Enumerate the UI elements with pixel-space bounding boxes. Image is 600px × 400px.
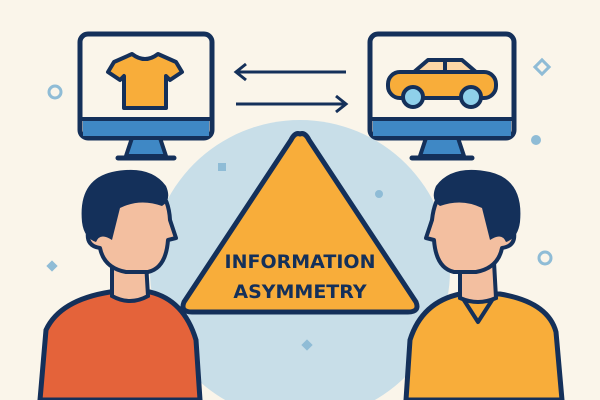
decor-diamond-icon	[301, 339, 313, 351]
decor-dot-icon	[531, 135, 541, 145]
label-line2: ASYMMETRY	[233, 281, 366, 303]
left-monitor	[77, 31, 215, 161]
car-icon	[386, 58, 498, 109]
decor-ring-icon	[47, 84, 63, 100]
exchange-arrows	[233, 62, 349, 114]
decor-diamond-icon	[46, 260, 58, 272]
t-shirt-icon	[106, 52, 184, 110]
decor-ring-icon	[537, 250, 553, 266]
left-person	[37, 169, 203, 400]
decor-dot-icon	[375, 190, 383, 198]
label-line1: INFORMATION	[225, 251, 376, 273]
decor-square-icon	[218, 163, 226, 171]
decor-diamond-icon	[532, 57, 552, 77]
right-monitor	[367, 31, 517, 161]
warning-triangle: INFORMATION ASYMMETRY	[180, 131, 420, 315]
right-person	[403, 169, 565, 400]
